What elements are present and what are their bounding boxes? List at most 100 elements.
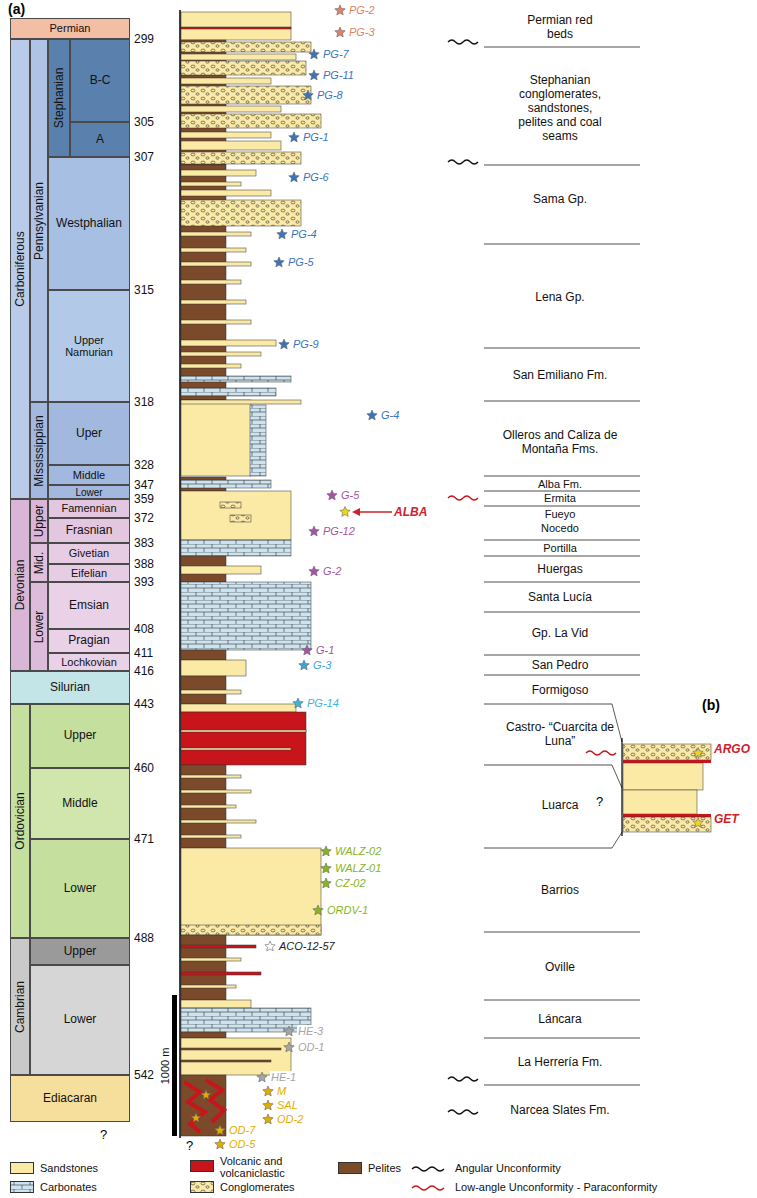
unit-name: Lochkovian — [61, 656, 117, 668]
sandstone-bed — [181, 352, 261, 356]
formation-boundary — [484, 582, 640, 583]
sample-star — [693, 818, 703, 828]
conglomerate-bed — [181, 200, 301, 226]
unit-name: Middle — [62, 797, 97, 810]
volcanic-dykes — [184, 1080, 224, 1132]
unit-name: Upper — [64, 945, 97, 958]
sample-star — [340, 507, 350, 517]
sample-label: PG-8 — [316, 89, 344, 102]
formation-boundary — [484, 244, 640, 245]
note-label: ? — [596, 794, 603, 809]
unit-name: B-C — [90, 74, 111, 87]
conglomerate-bed — [181, 114, 321, 128]
sample-star — [303, 90, 313, 100]
sample-label: HE-1 — [270, 1071, 297, 1084]
unit-name: A — [96, 133, 104, 146]
paraconformity — [448, 496, 478, 500]
unit-name: Emsian — [69, 599, 109, 612]
sandstone-bed — [181, 300, 246, 304]
arrow-line — [358, 511, 392, 513]
time-unit-box: Mississippian — [30, 402, 48, 499]
legend-line — [412, 1167, 444, 1171]
sandstone-bed — [181, 132, 271, 138]
formation-name: Sama Gp. — [475, 192, 645, 206]
sample-star — [289, 132, 299, 142]
formation-boundary — [484, 1038, 640, 1039]
legend-text: Sandstones — [40, 1162, 98, 1174]
sample-star — [277, 229, 287, 239]
sandstone-bed — [181, 985, 236, 988]
unit-name: Mississippian — [33, 415, 45, 486]
sample-star — [279, 339, 289, 349]
sandstone-bed — [181, 958, 241, 961]
sandstone-bed — [181, 1000, 251, 1008]
time-unit-box: Lower — [30, 965, 130, 1075]
sandstone-bed — [181, 835, 241, 838]
sandstone-bed — [181, 400, 301, 404]
formation-name: San Emiliano Fm. — [475, 368, 645, 382]
time-unit-box: Carboniferous — [10, 39, 30, 499]
formation-name: Barrios — [475, 883, 645, 897]
sandstone-bed — [181, 848, 321, 935]
scale-bar — [172, 995, 177, 1136]
sample-star — [274, 257, 284, 267]
conglomerate-bed — [181, 925, 321, 935]
conglomerate-bed — [181, 42, 311, 52]
sandstone-bed — [181, 704, 296, 712]
unit-name: Ordovician — [14, 792, 26, 849]
formation-name: Luarca — [475, 798, 645, 812]
volcanic-bed — [181, 945, 256, 948]
note-label: (b) — [702, 697, 720, 713]
sample-label: PG-3 — [348, 26, 376, 39]
time-unit-box: Eifelian — [48, 564, 130, 582]
age-number: 388 — [134, 557, 154, 571]
formation-boundary — [484, 1000, 640, 1001]
unit-name: Uper — [76, 427, 102, 440]
formation-name: Nocedo — [475, 522, 645, 535]
sample-star — [302, 645, 312, 655]
time-unit-box: Stephanian — [48, 39, 70, 157]
age-number: 347 — [134, 478, 154, 492]
unit-name: Ediacaran — [43, 1092, 97, 1105]
leader-line — [612, 765, 622, 788]
legend-swatch — [338, 1162, 362, 1174]
sandstone-bed — [181, 262, 251, 266]
formation-name: Narcea Slates Fm. — [475, 1103, 645, 1117]
sample-label: G-1 — [315, 644, 335, 657]
age-number: 416 — [134, 664, 154, 678]
sandstone-bed — [181, 54, 296, 60]
conglomerate-bed — [181, 61, 306, 75]
time-unit-box: Upper Namurian — [48, 290, 130, 402]
formation-boundary — [484, 612, 640, 613]
time-unit-box: Westphalian — [48, 157, 130, 290]
formation-boundary — [484, 348, 640, 349]
unit-name: Permian — [50, 22, 91, 34]
sample-label: M — [276, 1085, 287, 1098]
arrow-head — [352, 508, 360, 516]
column-axis — [179, 10, 181, 1138]
sample-star — [289, 172, 299, 182]
carbonate-bed — [181, 540, 291, 556]
conglomerate-bed — [220, 502, 241, 508]
sample-label: PG-9 — [292, 338, 320, 351]
sandstone-bed — [181, 566, 261, 574]
time-unit-box: Silurian — [10, 671, 130, 704]
unit-name: Lower — [75, 487, 102, 498]
volcanic-bed — [181, 27, 291, 29]
time-unit-box: Pennsylvanian — [30, 39, 48, 402]
sample-label: G-3 — [312, 659, 332, 672]
legend-sample — [410, 1182, 450, 1194]
formation-boundary — [484, 401, 640, 402]
formation-name: Fueyo — [475, 508, 645, 521]
sandstone-bed — [181, 106, 281, 112]
formation-name: Láncara — [475, 1012, 645, 1026]
volcanic-bed — [181, 712, 306, 765]
carbonate-bed — [181, 388, 276, 396]
angular-unconformity — [448, 160, 478, 164]
sample-star — [263, 1100, 273, 1110]
sandstone-bed — [181, 400, 251, 476]
legend-swatch — [190, 1160, 214, 1172]
sample-label: G-5 — [340, 489, 360, 502]
sample-star — [309, 49, 319, 59]
note-label: ALBA — [394, 505, 427, 519]
